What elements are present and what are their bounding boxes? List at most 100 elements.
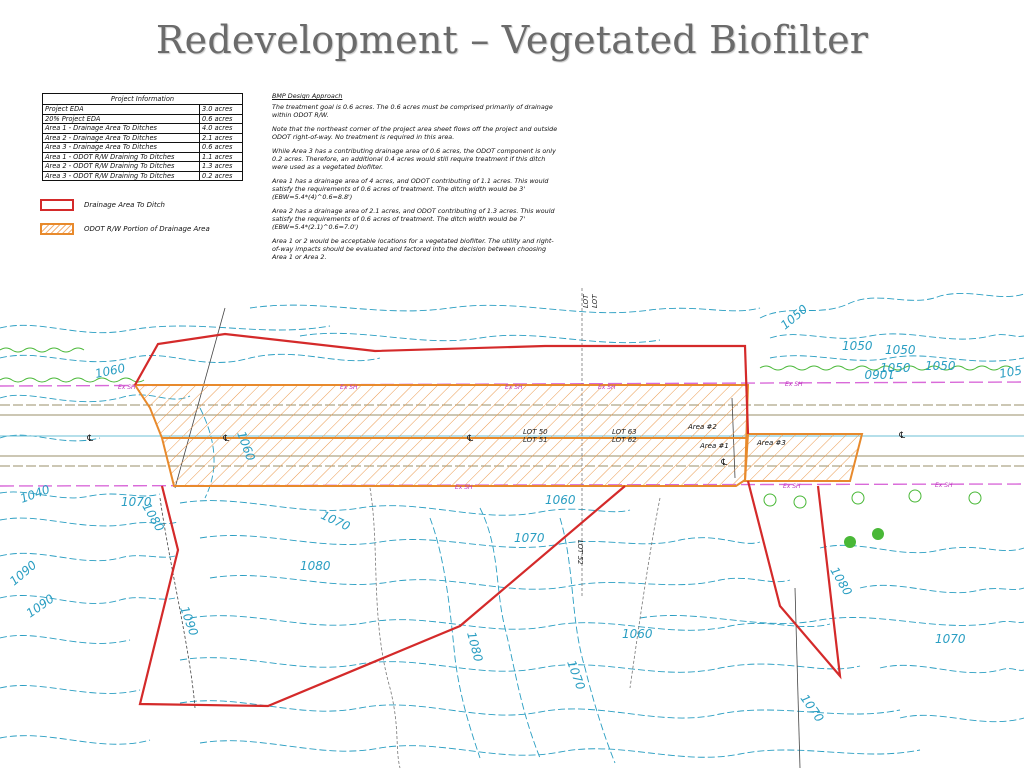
notes-heading: BMP Design Approach bbox=[272, 92, 343, 100]
contour-line bbox=[189, 615, 831, 631]
contour-line bbox=[0, 353, 381, 363]
lot-label: LOT 51 bbox=[523, 436, 548, 444]
contour-line bbox=[0, 635, 131, 644]
bmp-design-notes: BMP Design Approach The treatment goal i… bbox=[272, 92, 562, 267]
row-value: 2.1 acres bbox=[199, 132, 243, 143]
contour-line bbox=[759, 293, 1024, 319]
centerline-symbol: ℄ bbox=[222, 434, 230, 444]
contour-label: 1070 bbox=[121, 495, 152, 509]
shrub bbox=[793, 495, 807, 509]
lot-label: LOT 52 bbox=[576, 540, 584, 565]
legend-drainage-area: Drainage Area To Ditch bbox=[40, 199, 165, 211]
table-header: Project Information bbox=[42, 93, 243, 105]
contour-label: 1080 bbox=[300, 559, 331, 573]
row-label: Project EDA bbox=[42, 104, 200, 115]
row-label: Ex SH bbox=[785, 381, 803, 388]
contour-line bbox=[179, 700, 901, 719]
property-line bbox=[369, 487, 401, 769]
centerline-symbol: ℄ bbox=[898, 431, 906, 441]
contour-line bbox=[179, 500, 631, 516]
contour-line bbox=[299, 332, 661, 344]
contour-label: 1060 bbox=[545, 493, 576, 507]
contour-label: 1090 bbox=[24, 591, 57, 620]
row-value: 1.1 acres bbox=[199, 151, 243, 162]
area-labels: Area #2 Area #1 Area #3 bbox=[687, 423, 786, 450]
lot-label: LOT bbox=[582, 294, 590, 308]
contour-line bbox=[429, 517, 481, 759]
row-value: 0.6 acres bbox=[199, 113, 243, 124]
row-label: Area 3 - Drainage Area To Ditches bbox=[42, 142, 200, 153]
contour-line bbox=[769, 355, 1024, 362]
tree bbox=[872, 528, 884, 540]
row-label: Ex SH bbox=[783, 483, 801, 490]
contour-label: 1090 bbox=[7, 558, 40, 589]
area-label-1: Area #1 bbox=[699, 442, 729, 450]
centerline-symbol: ℄ bbox=[466, 434, 474, 444]
contour-label: 1050 bbox=[880, 361, 911, 375]
row-value: 4.0 acres bbox=[199, 123, 243, 134]
row-value: 0.2 acres bbox=[199, 170, 243, 181]
contour-line bbox=[879, 664, 1024, 674]
tree bbox=[844, 536, 856, 548]
contour-line bbox=[199, 740, 921, 758]
contour-line bbox=[0, 517, 179, 527]
notes-paragraph: Area 1 has a drainage area of 4 acres, a… bbox=[272, 177, 549, 201]
contour-label: 1060 bbox=[622, 627, 653, 641]
notes-paragraph: Note that the northeast corner of the pr… bbox=[272, 125, 558, 141]
vegetation-edge bbox=[759, 365, 1013, 371]
row-label: Ex SH bbox=[505, 384, 523, 391]
row-label: Ex SH bbox=[598, 384, 616, 391]
contour-line bbox=[559, 517, 616, 764]
site-plan-drawing: ℄ ℄ ℄ ℄ ℄ Ex SH Ex SH Ex SH Ex SH Ex SH … bbox=[0, 288, 1024, 769]
lot-label: LOT 62 bbox=[612, 436, 637, 444]
contour-label: 1070 bbox=[319, 508, 353, 534]
notes-paragraph: While Area 3 has a contributing drainage… bbox=[272, 147, 556, 171]
row-value: 3.0 acres bbox=[199, 104, 243, 115]
contour-line bbox=[0, 324, 331, 334]
notes-paragraph: Area 2 has a drainage area of 2.1 acres,… bbox=[272, 207, 555, 231]
vegetation-edge bbox=[0, 377, 145, 383]
contour-label: 1080 bbox=[464, 630, 486, 663]
row-label: Area 2 - ODOT R/W Draining To Ditches bbox=[42, 161, 200, 172]
contour-line bbox=[0, 491, 161, 499]
legend-odot-label: ODOT R/W Portion of Drainage Area bbox=[84, 225, 210, 233]
contour-label: 1070 bbox=[564, 658, 588, 692]
contour-label: 1080 bbox=[827, 565, 855, 599]
vegetation-lines bbox=[0, 347, 1013, 509]
notes-paragraph: Area 1 or 2 would be acceptable location… bbox=[272, 237, 554, 261]
centerline-markers: ℄ ℄ ℄ ℄ ℄ bbox=[86, 431, 906, 468]
contour-label: 105 bbox=[998, 363, 1023, 381]
row-label: Area 3 - ODOT R/W Draining To Ditches bbox=[42, 170, 200, 181]
row-label: 20% Project EDA bbox=[42, 113, 200, 124]
shrub bbox=[851, 491, 865, 505]
row-label: Ex SH bbox=[340, 384, 358, 391]
contour-label: 1070 bbox=[798, 692, 827, 725]
contour-line bbox=[199, 407, 215, 499]
vegetation-edge bbox=[0, 347, 85, 353]
centerline-symbol: ℄ bbox=[86, 434, 94, 444]
legend-drainage-label: Drainage Area To Ditch bbox=[84, 201, 165, 209]
contour-line bbox=[859, 584, 1024, 594]
contour-line bbox=[199, 535, 761, 548]
drainage-area-north bbox=[134, 332, 750, 435]
odot-row-area-3 bbox=[743, 433, 864, 482]
table-header-row: Project Information bbox=[42, 93, 243, 105]
contour-label: 1050 bbox=[842, 339, 873, 353]
property-line bbox=[629, 497, 661, 689]
notes-paragraph: The treatment goal is 0.6 acres. The 0.6… bbox=[272, 103, 553, 119]
shrub bbox=[908, 489, 922, 503]
contour-line bbox=[0, 595, 176, 604]
lot-label: LOT 63 bbox=[612, 428, 637, 436]
row-label: Ex SH bbox=[118, 384, 136, 391]
site-plan: ℄ ℄ ℄ ℄ ℄ Ex SH Ex SH Ex SH Ex SH Ex SH … bbox=[0, 288, 1024, 769]
contour-lines bbox=[0, 293, 1024, 764]
contour-line bbox=[899, 714, 1024, 723]
property-line bbox=[794, 587, 801, 769]
trees bbox=[844, 528, 884, 548]
contour-line bbox=[0, 434, 101, 442]
